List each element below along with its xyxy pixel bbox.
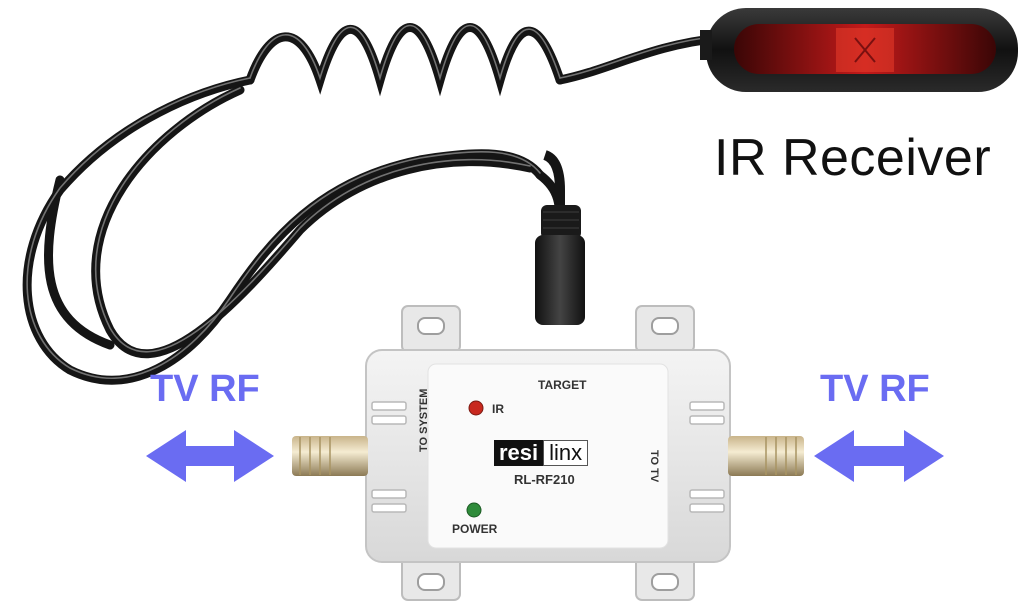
brand-logo-part1: resi — [494, 440, 544, 466]
ir-led-indicator — [468, 400, 484, 416]
to-tv-label: TO TV — [648, 450, 660, 483]
power-led-label: POWER — [452, 522, 498, 536]
double-arrow-right-icon — [814, 430, 944, 482]
ir-receiver-caption: IR Receiver — [714, 129, 992, 187]
brand-logo: resi linx — [494, 440, 589, 466]
to-system-label: TO SYSTEM — [418, 388, 430, 452]
tv-rf-right-caption: TV RF — [820, 368, 930, 410]
ir-led-label: IR — [492, 402, 504, 416]
model-number: RL-RF210 — [514, 472, 575, 487]
target-label: TARGET — [538, 378, 587, 392]
cable-plug — [535, 150, 585, 325]
f-connector-right — [728, 436, 804, 476]
power-led-indicator — [466, 502, 482, 518]
brand-logo-part2: linx — [543, 440, 589, 466]
ir-receiver-device — [700, 8, 1018, 92]
double-arrow-left-icon — [146, 430, 274, 482]
f-connector-left — [292, 436, 368, 476]
ir-cable — [22, 23, 725, 385]
tv-rf-left-caption: TV RF — [150, 368, 260, 410]
